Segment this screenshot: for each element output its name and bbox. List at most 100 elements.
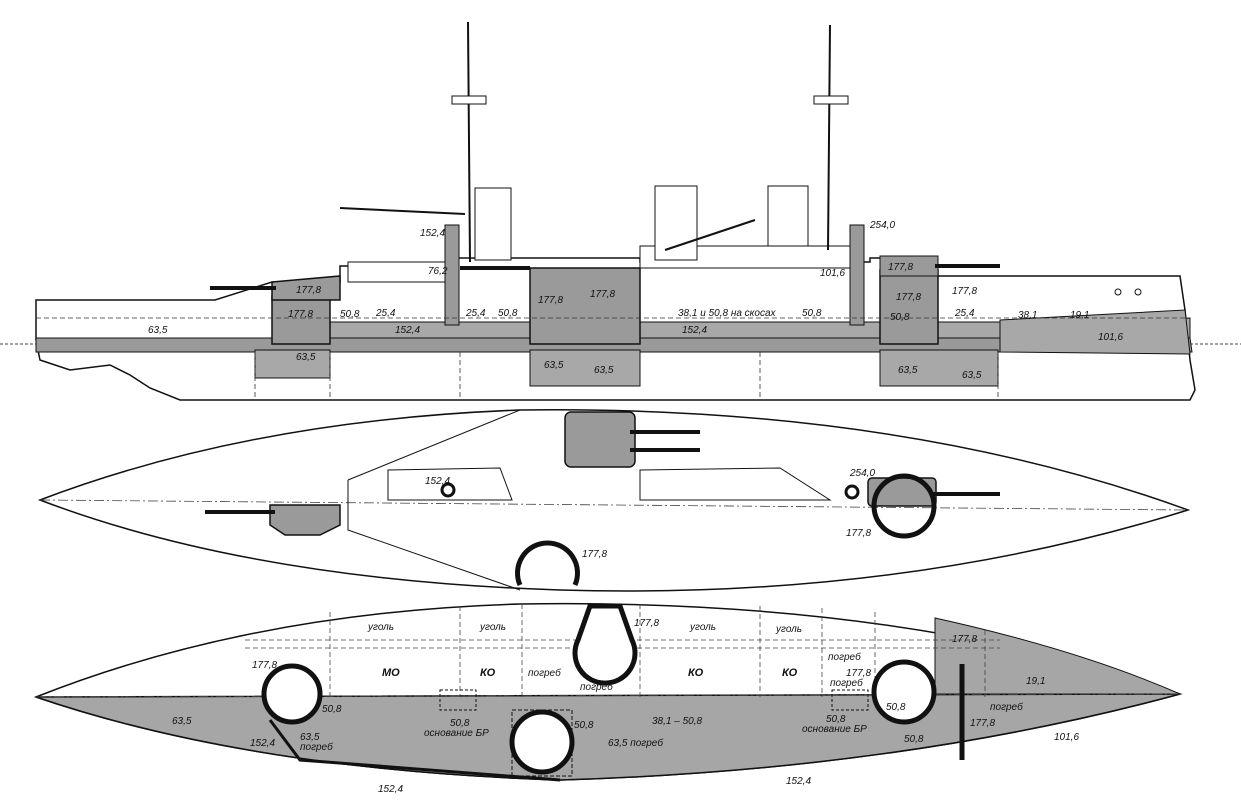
profile-label: 152,4 (420, 228, 445, 239)
mast-platform (813, 95, 849, 105)
plan-label: 50,8 (574, 720, 594, 731)
profile-label: 63,5 (544, 360, 564, 371)
profile-label: 152,4 (395, 325, 420, 336)
profile-label: 177,8 (538, 295, 563, 306)
derrick (339, 207, 466, 215)
profile-label: 38,1 (1018, 310, 1037, 321)
plan-label: 50,8 (322, 704, 342, 715)
plan-label: 50,8 (886, 702, 906, 713)
centerline (39, 499, 1189, 511)
profile-label: 63,5 (148, 325, 168, 336)
plan-label: 101,6 (1054, 732, 1079, 743)
plan-label: 63,5 (172, 716, 192, 727)
plan-label: погреб (828, 651, 861, 663)
barbette-ring (261, 663, 323, 725)
profile-label: 177,8 (896, 292, 921, 303)
conning-tower-fore (849, 224, 865, 326)
plan-label: 38,1 – 50,8 (652, 716, 702, 727)
profile-label: 25,4 (465, 308, 486, 319)
magazine-block (879, 349, 999, 387)
mast-platform (451, 95, 487, 105)
deck-label: 177,8 (846, 528, 871, 539)
profile-label: 25,4 (375, 308, 396, 319)
derrick (664, 219, 756, 251)
barbette-ring (509, 709, 575, 775)
plan-label: основание БР (424, 728, 489, 739)
plan-label: 63,5 погреб (608, 737, 663, 749)
magazine-block (254, 349, 331, 379)
conning-tower-aft (444, 224, 460, 326)
barbette-fore (879, 269, 939, 345)
profile-label: 38,1 и 50,8 на скосах (678, 308, 777, 319)
plan-label: 152,4 (250, 738, 275, 749)
profile-label: 177,8 (296, 285, 321, 296)
bow-belt (999, 309, 1191, 355)
profile-label: 50,8 (498, 308, 518, 319)
funnel-aft (474, 187, 512, 261)
barbette-ring (515, 540, 580, 586)
profile-label: 63,5 (296, 352, 316, 363)
barbette-ring (871, 659, 937, 725)
plan-label: 177,8 (970, 718, 995, 729)
plan-label: КО (782, 667, 798, 679)
funnel-fore (767, 185, 809, 247)
plan-label: уголь (775, 624, 802, 635)
profile-label: 101,6 (1098, 332, 1123, 343)
profile-label: 177,8 (952, 286, 977, 297)
funnel-mid (654, 185, 698, 261)
plan-label: основание БР (802, 724, 867, 735)
profile-label: 177,8 (888, 262, 913, 273)
barbette-aft (271, 295, 331, 345)
plan-label: погреб (528, 667, 561, 679)
profile-label: 50,8 (802, 308, 822, 319)
plan-label: уголь (689, 622, 716, 633)
plan-label: КО (688, 667, 704, 679)
profile-label: 50,8 (890, 312, 910, 323)
profile-label: 50,8 (340, 309, 360, 320)
plan-label: погреб (830, 677, 863, 689)
plan-label: уголь (367, 622, 394, 633)
profile-label: 177,8 (590, 289, 615, 300)
profile-label: 19,1 (1070, 310, 1089, 321)
armor-deck-plan: уголь уголь уголь уголь МО КО погреб пог… (33, 602, 1183, 795)
plan-label: МО (382, 667, 400, 679)
plan-label: 177,8 (252, 660, 277, 671)
barbette-ring (572, 603, 638, 686)
barbette-midships (529, 267, 641, 345)
turret-plan (269, 504, 341, 536)
profile-label: 63,5 (962, 370, 982, 381)
deck-label: 152,4 (425, 476, 450, 487)
magazine-block (529, 349, 641, 387)
plan-label: 63,5 (300, 732, 320, 743)
profile-label: 152,4 (682, 325, 707, 336)
profile-label: 177,8 (288, 309, 313, 320)
plan-label: погреб (580, 681, 613, 693)
plan-label: погреб (990, 701, 1023, 713)
profile-label: 63,5 (898, 365, 918, 376)
deck-plan: 152,4 254,0 177,8 177,8 (37, 409, 1191, 592)
plan-label: 50,8 (826, 714, 846, 725)
plan-label: 177,8 (952, 634, 977, 645)
profile-label: 101,6 (820, 268, 845, 279)
plan-label: 152,4 (378, 784, 403, 795)
plan-label: 177,8 (846, 668, 871, 679)
plan-label: уголь (479, 622, 506, 633)
profile-label: 63,5 (594, 365, 614, 376)
plan-label: 50,8 (450, 718, 470, 729)
plan-label: 50,8 (904, 734, 924, 745)
side-profile: 152,4 76,2 254,0 101,6 177,8 177,8 177,8… (0, 21, 1241, 401)
deck-label: 177,8 (582, 549, 607, 560)
plan-label: 177,8 (634, 618, 659, 629)
plan-label: КО (480, 667, 496, 679)
profile-label: 76,2 (428, 266, 448, 277)
profile-label: 254,0 (869, 220, 895, 231)
plan-label: 152,4 (786, 776, 811, 787)
plan-label: погреб (300, 741, 333, 753)
turret-plan (564, 411, 636, 468)
mast-aft (467, 21, 471, 263)
profile-label: 25,4 (954, 308, 975, 319)
plan-label: 19,1 (1026, 676, 1045, 687)
mast-fore (827, 24, 831, 251)
barbette-ring (871, 473, 937, 539)
